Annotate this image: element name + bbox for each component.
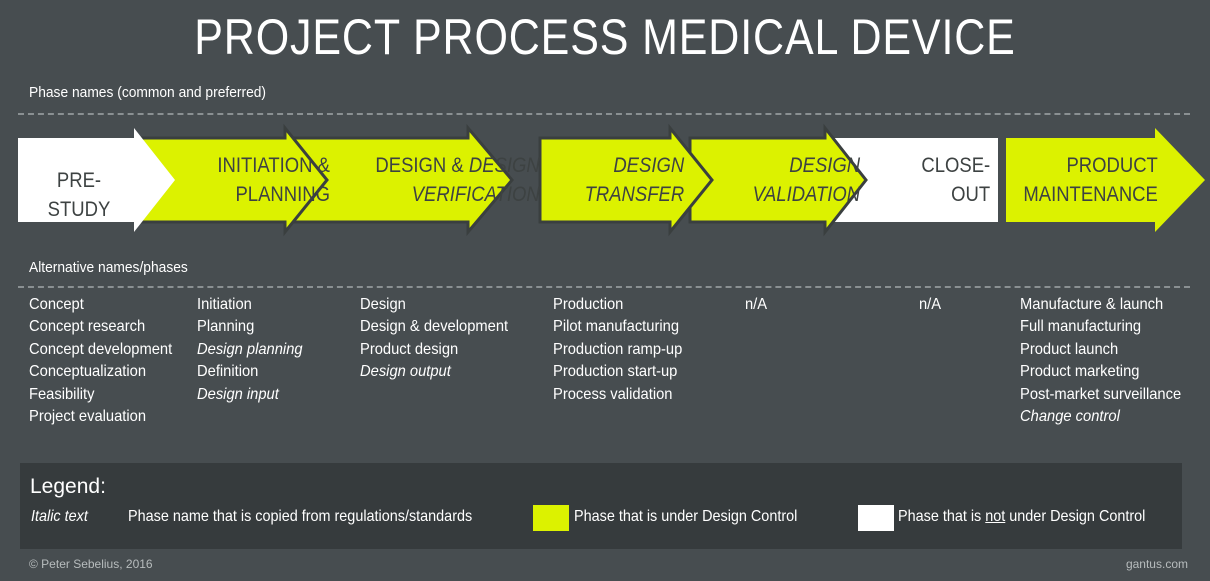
legend-heading: Legend: [30,475,106,498]
divider [18,113,1190,115]
phase-close-out: CLOSE-OUT [921,154,990,206]
arrow-pre-study [18,128,175,232]
legend-green-desc: Phase that is under Design Control [574,508,798,525]
alt-list-close-out: n/A [919,296,942,313]
phase-section-label: Phase names (common and preferred) [29,84,267,101]
arrow-product-maintenance [1006,128,1205,232]
alt-section-label: Alternative names/phases [29,259,188,276]
arrow-initiation-planning [138,123,329,237]
arrow-design-verification [288,123,514,237]
alt-list-validation: n/A [745,296,768,313]
legend: Legend: Italic text Phase name that is c… [20,463,1182,549]
legend-white-desc: Phase that is not under Design Control [898,508,1146,525]
page-title: PROJECT PROCESS MEDICAL DEVICE [194,9,1016,65]
arrow-design-validation [688,123,868,237]
divider [18,286,1190,288]
legend-italic-key: Italic text [31,508,88,525]
legend-green-swatch [533,505,569,531]
arrow-design-transfer [538,123,714,237]
legend-italic-desc: Phase name that is copied from regulatio… [128,508,473,525]
legend-white-swatch [858,505,894,531]
site-link[interactable]: gantus.com [1125,557,1188,571]
phase-initiation-planning: INITIATION &PLANNING [217,154,330,206]
copyright: © Peter Sebelius, 2016 [29,557,153,571]
phase-pre-study: PRE-STUDY [47,169,111,221]
